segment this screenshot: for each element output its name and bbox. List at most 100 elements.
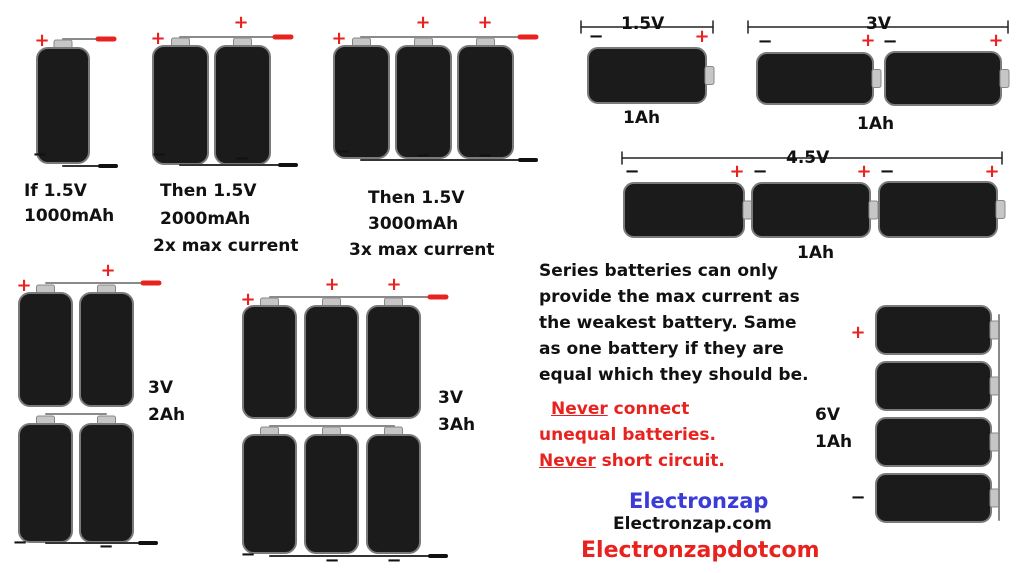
battery-cell xyxy=(884,51,1002,106)
plus-symbol: + xyxy=(856,161,871,182)
battery-cell xyxy=(18,292,73,407)
battery-cell xyxy=(304,434,359,554)
plus-symbol: + xyxy=(860,30,875,51)
battery-cell xyxy=(875,305,992,355)
minus-symbol: − xyxy=(151,144,166,165)
series-4-voltage: 6V xyxy=(815,405,840,425)
cell-cap xyxy=(999,69,1010,88)
warning-text: short circuit. xyxy=(595,451,725,471)
minus-symbol: − xyxy=(234,148,249,169)
minus-symbol: − xyxy=(32,144,47,165)
cell-cap xyxy=(868,200,879,220)
battery-cell xyxy=(79,423,134,543)
minus-symbol: − xyxy=(98,536,113,557)
battery-cell xyxy=(333,45,390,159)
sp-2-capacity: 2Ah xyxy=(148,405,186,425)
series-3-voltage: 4.5V xyxy=(786,148,830,168)
battery-cell xyxy=(878,181,998,238)
plus-symbol: + xyxy=(150,28,165,49)
series-current-note: Series batteries can only provide the ma… xyxy=(539,258,809,388)
plus-symbol: + xyxy=(988,30,1003,51)
cell-cap xyxy=(989,432,1000,452)
brand-site: Electronzap.com xyxy=(613,514,772,534)
series-3-capacity: 1Ah xyxy=(797,243,835,263)
battery-cell xyxy=(366,305,421,419)
cell-cap xyxy=(995,200,1006,219)
plus-symbol: + xyxy=(324,274,339,295)
minus-symbol: − xyxy=(757,31,772,52)
battery-cell xyxy=(242,434,297,554)
brand-handle: Electronzapdotcom xyxy=(581,538,820,563)
minus-symbol: − xyxy=(850,487,865,508)
plus-symbol: + xyxy=(984,161,999,182)
series-2-voltage: 3V xyxy=(866,14,891,34)
parallel-2-current: 2x max current xyxy=(153,236,299,256)
parallel-2-capacity: 2000mAh xyxy=(160,209,251,229)
minus-symbol: − xyxy=(324,550,339,571)
battery-cell xyxy=(587,47,707,104)
plus-symbol: + xyxy=(34,30,49,51)
plus-symbol: + xyxy=(233,12,248,33)
series-2-capacity: 1Ah xyxy=(857,114,895,134)
minus-symbol: − xyxy=(477,145,492,166)
cell-cap xyxy=(989,320,1000,340)
plus-symbol: + xyxy=(850,322,865,343)
safety-warning: Never connect unequal batteries. Never s… xyxy=(539,396,725,474)
minus-symbol: − xyxy=(415,145,430,166)
plus-symbol: + xyxy=(477,12,492,33)
battery-cell xyxy=(395,45,452,159)
series-1-capacity: 1Ah xyxy=(623,108,661,128)
plus-symbol: + xyxy=(415,12,430,33)
cell-cap xyxy=(989,488,1000,508)
cell-cap xyxy=(989,376,1000,396)
battery-cell xyxy=(751,182,871,238)
battery-cell xyxy=(214,45,271,165)
battery-cell xyxy=(242,305,297,419)
battery-cell xyxy=(79,292,134,407)
minus-symbol: − xyxy=(386,550,401,571)
battery-cell xyxy=(875,417,992,467)
plus-symbol: + xyxy=(16,275,31,296)
cell-cap xyxy=(871,69,882,88)
cell-cap xyxy=(742,200,753,220)
battery-cell xyxy=(623,182,745,238)
plus-symbol: + xyxy=(240,289,255,310)
battery-cell xyxy=(366,434,421,554)
brand-name: Electronzap xyxy=(629,489,769,513)
parallel-1-voltage: If 1.5V xyxy=(24,181,87,201)
note-line: the weakest battery. Same xyxy=(539,313,797,333)
sp-2-voltage: 3V xyxy=(148,378,173,398)
minus-symbol: − xyxy=(882,31,897,52)
parallel-3-voltage: Then 1.5V xyxy=(368,188,465,208)
plus-symbol: + xyxy=(729,161,744,182)
warning-never: Never xyxy=(551,399,608,419)
warning-never: Never xyxy=(539,451,596,471)
note-line: as one battery if they are xyxy=(539,339,784,359)
minus-symbol: − xyxy=(240,544,255,565)
note-line: Series batteries can only xyxy=(539,261,779,281)
battery-cell xyxy=(36,47,90,164)
sp-3-voltage: 3V xyxy=(438,388,463,408)
minus-symbol: − xyxy=(752,161,767,182)
plus-symbol: + xyxy=(694,26,709,47)
minus-symbol: − xyxy=(12,532,27,553)
plus-symbol: + xyxy=(386,274,401,295)
battery-cell xyxy=(457,45,514,159)
note-line: provide the max current as xyxy=(539,287,800,307)
plus-symbol: + xyxy=(100,260,115,281)
parallel-3-current: 3x max current xyxy=(349,240,495,260)
battery-cell xyxy=(875,473,992,523)
minus-symbol: − xyxy=(335,141,350,162)
battery-cell xyxy=(304,305,359,419)
battery-cell xyxy=(875,361,992,411)
note-line: equal which they should be. xyxy=(539,365,809,385)
battery-cell xyxy=(756,52,874,105)
parallel-3-capacity: 3000mAh xyxy=(368,214,459,234)
series-1-voltage: 1.5V xyxy=(621,14,665,34)
cell-cap xyxy=(704,66,715,85)
minus-symbol: − xyxy=(624,161,639,182)
parallel-1-capacity: 1000mAh xyxy=(24,206,115,226)
minus-symbol: − xyxy=(588,26,603,47)
parallel-2-voltage: Then 1.5V xyxy=(160,181,257,201)
